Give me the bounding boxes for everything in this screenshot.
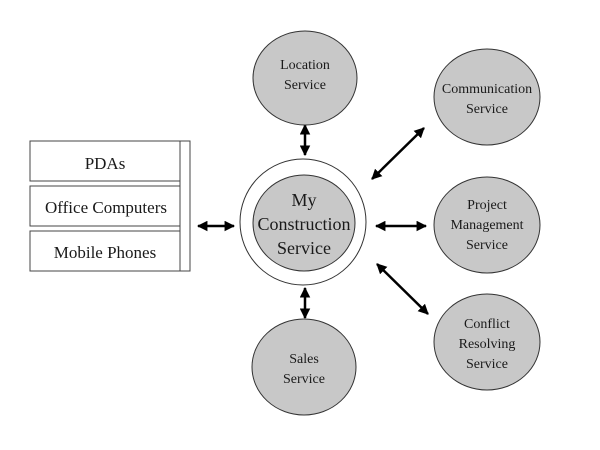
device-box-office-computers	[29, 185, 181, 227]
location-service-label-line2: Service	[284, 78, 326, 93]
device-box-mobile-phones	[29, 230, 181, 272]
communication-service-ellipse	[433, 48, 541, 146]
sales-service-label-line1: Sales	[289, 352, 319, 367]
conflict-resolving-service-node: Conflict Resolving Service	[433, 293, 541, 391]
center-inner-ellipse	[252, 174, 356, 272]
device-label-pdas: PDAs	[85, 154, 126, 173]
conflict-resolving-service-label-line2: Resolving	[459, 337, 516, 352]
center-label-line3: Service	[277, 238, 331, 258]
communication-service-label-line1: Communication	[442, 82, 532, 97]
arrow-center-conflict-resolving	[376, 263, 429, 315]
location-service-node: Location Service	[252, 30, 358, 126]
sales-service-ellipse	[251, 318, 357, 416]
project-management-service-node: Project Management Service	[433, 176, 541, 274]
devices-group: PDAs Office Computers Mobile Phones	[29, 140, 191, 272]
conflict-resolving-service-label-line1: Conflict	[464, 317, 510, 332]
project-management-service-ellipse	[433, 176, 541, 274]
communication-service-label-line2: Service	[466, 102, 508, 117]
center-label-line2: Construction	[258, 214, 351, 234]
location-service-ellipse	[252, 30, 358, 126]
project-management-service-label-line2: Management	[450, 218, 523, 233]
center-node: My Construction Service	[239, 158, 367, 286]
device-box-pdas	[29, 140, 181, 182]
center-label-line1: My	[291, 190, 316, 210]
location-service-label-line1: Location	[280, 58, 330, 73]
project-management-service-label-line3: Service	[466, 238, 508, 253]
sales-service-label-line2: Service	[283, 372, 325, 387]
devices-side-bar	[179, 140, 191, 272]
device-label-office-computers: Office Computers	[45, 198, 167, 217]
sales-service-node: Sales Service	[251, 318, 357, 416]
conflict-resolving-service-label-line3: Service	[466, 357, 508, 372]
device-label-mobile-phones: Mobile Phones	[54, 243, 156, 262]
communication-service-node: Communication Service	[433, 48, 541, 146]
conflict-resolving-service-ellipse	[433, 293, 541, 391]
arrow-center-communication	[371, 127, 425, 180]
project-management-service-label-line1: Project	[467, 198, 507, 213]
